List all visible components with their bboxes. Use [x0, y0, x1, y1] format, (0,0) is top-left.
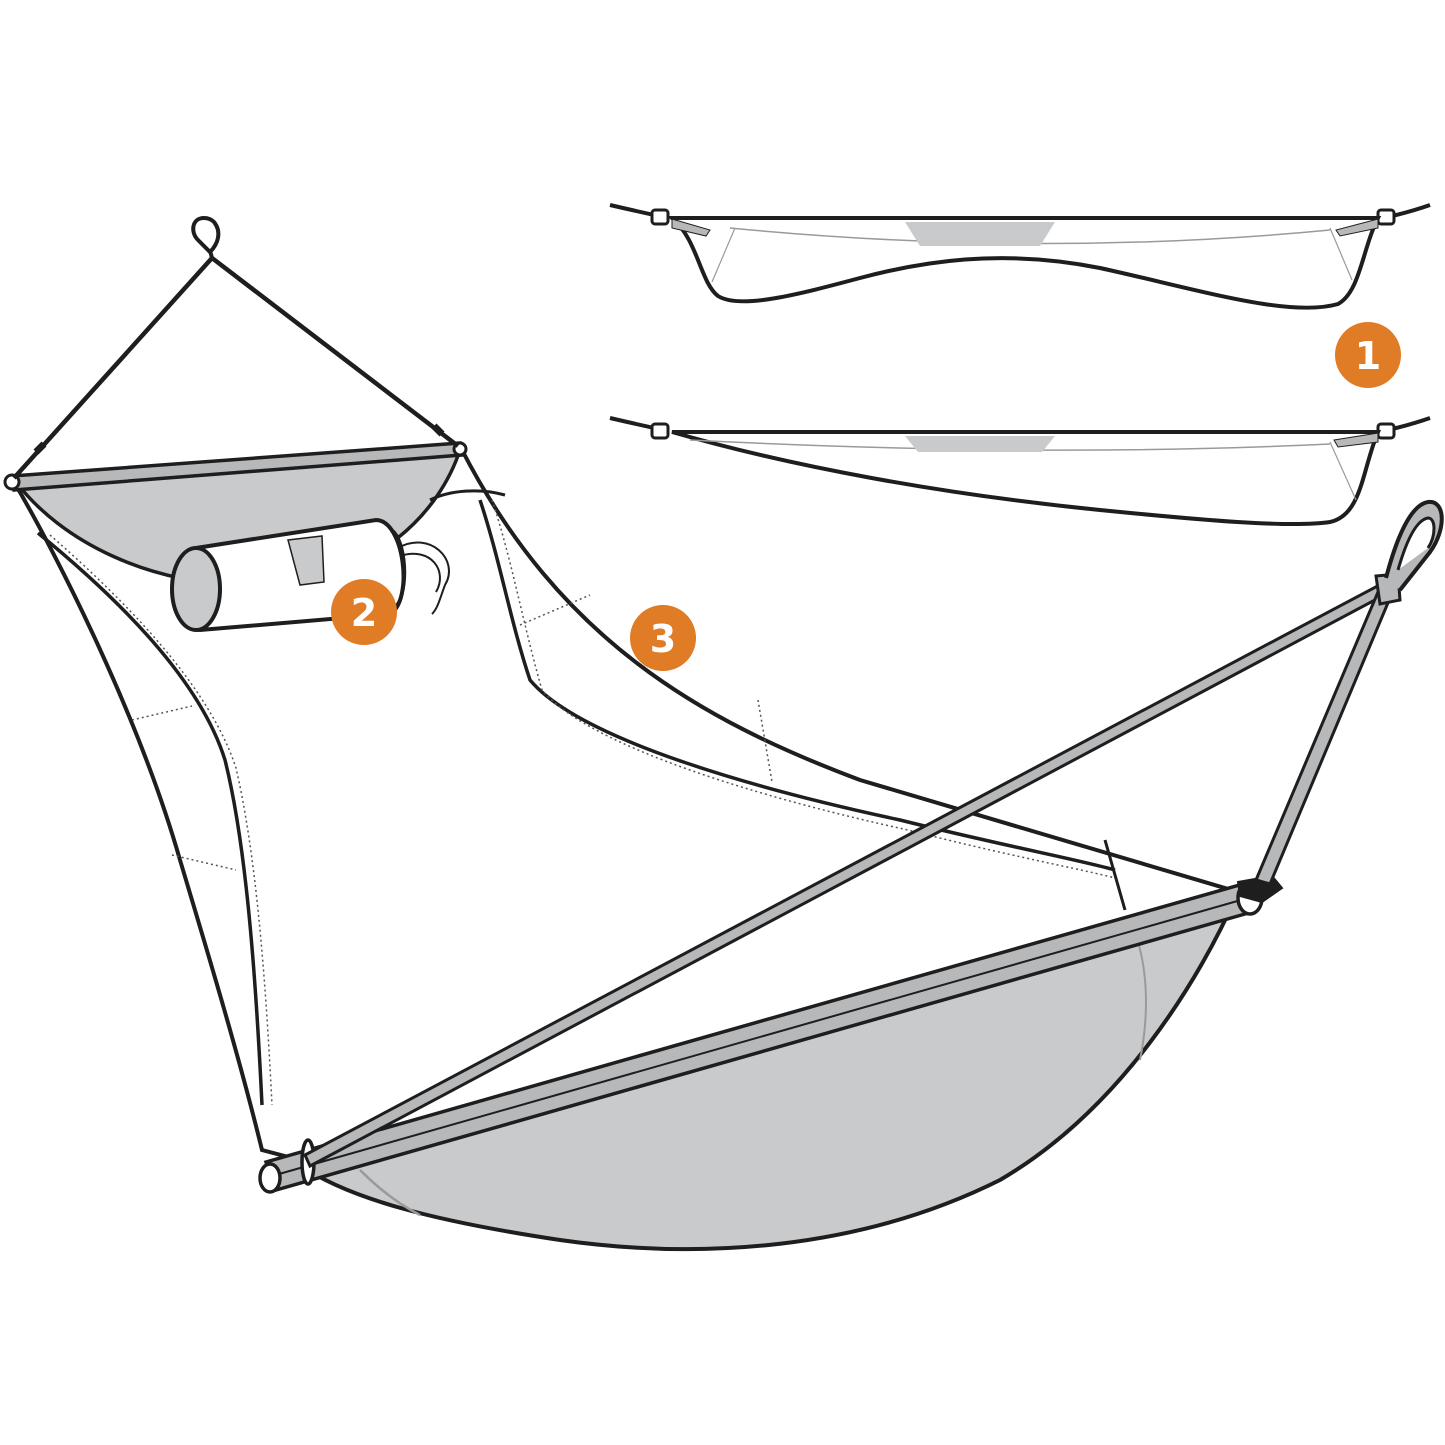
- side-view-2: [609, 416, 1431, 527]
- hammock-stitch-left: [49, 534, 273, 1106]
- side-view-2-knot-left: [650, 422, 670, 440]
- pillow-drawcord: [397, 541, 450, 615]
- foot-loop-inner: [1396, 516, 1436, 571]
- pillow-label: [287, 535, 325, 586]
- panel-line-4: [757, 699, 773, 783]
- side-view-1-edge-left: [711, 227, 736, 283]
- callout-3-label: 3: [650, 617, 676, 661]
- foot-bar-end-left: [258, 1162, 282, 1194]
- hammock-head-end-seam: [359, 1169, 421, 1217]
- hammock-seam-right: [478, 499, 1116, 872]
- callout-1-badge: [1335, 322, 1401, 388]
- head-rope-clip-left: [33, 441, 47, 455]
- callout-3-badge: [630, 605, 696, 671]
- callout-2-badge: [331, 579, 397, 645]
- foot-strap-short: [1253, 589, 1392, 886]
- side-view-1-knot-left: [650, 208, 670, 226]
- side-view-1-edge-right: [1329, 227, 1353, 281]
- pillow-end-left: [170, 546, 222, 632]
- side-view-2-edge-right: [1329, 441, 1357, 501]
- head-rope-left: [12, 256, 214, 480]
- side-view-1-strap-right: [1335, 218, 1379, 237]
- pillow-drawcord-2: [399, 552, 441, 593]
- pillow-end-right: [390, 528, 407, 607]
- head-rope-clip-right: [431, 423, 445, 437]
- callout-2-label: 2: [351, 591, 377, 635]
- hammock-head-flap: [429, 489, 506, 502]
- panel-line-1: [131, 705, 193, 721]
- side-view-1-strap-left: [671, 218, 711, 237]
- foot-spreader-bar-highlight: [271, 897, 1249, 1177]
- head-rope-right: [210, 256, 460, 448]
- panel-line-5: [1103, 839, 1127, 911]
- callout-2: 2: [331, 579, 397, 645]
- side-view-2-body: [671, 430, 1382, 527]
- callout-3: 3: [630, 605, 696, 671]
- carabiner-icon: [191, 215, 221, 255]
- side-view-2-strap-right: [1333, 432, 1379, 448]
- side-view-2-pillow-band: [905, 436, 1055, 452]
- side-view-1: [609, 203, 1431, 310]
- callout-1: 1: [1335, 322, 1401, 388]
- side-view-1-pillow-band: [905, 222, 1055, 246]
- panel-line-2: [171, 854, 237, 871]
- side-view-1-body: [666, 216, 1382, 310]
- callout-1-label: 1: [1355, 334, 1381, 378]
- main-hammock: [3, 215, 1444, 1252]
- hammock-seam-left: [36, 531, 264, 1106]
